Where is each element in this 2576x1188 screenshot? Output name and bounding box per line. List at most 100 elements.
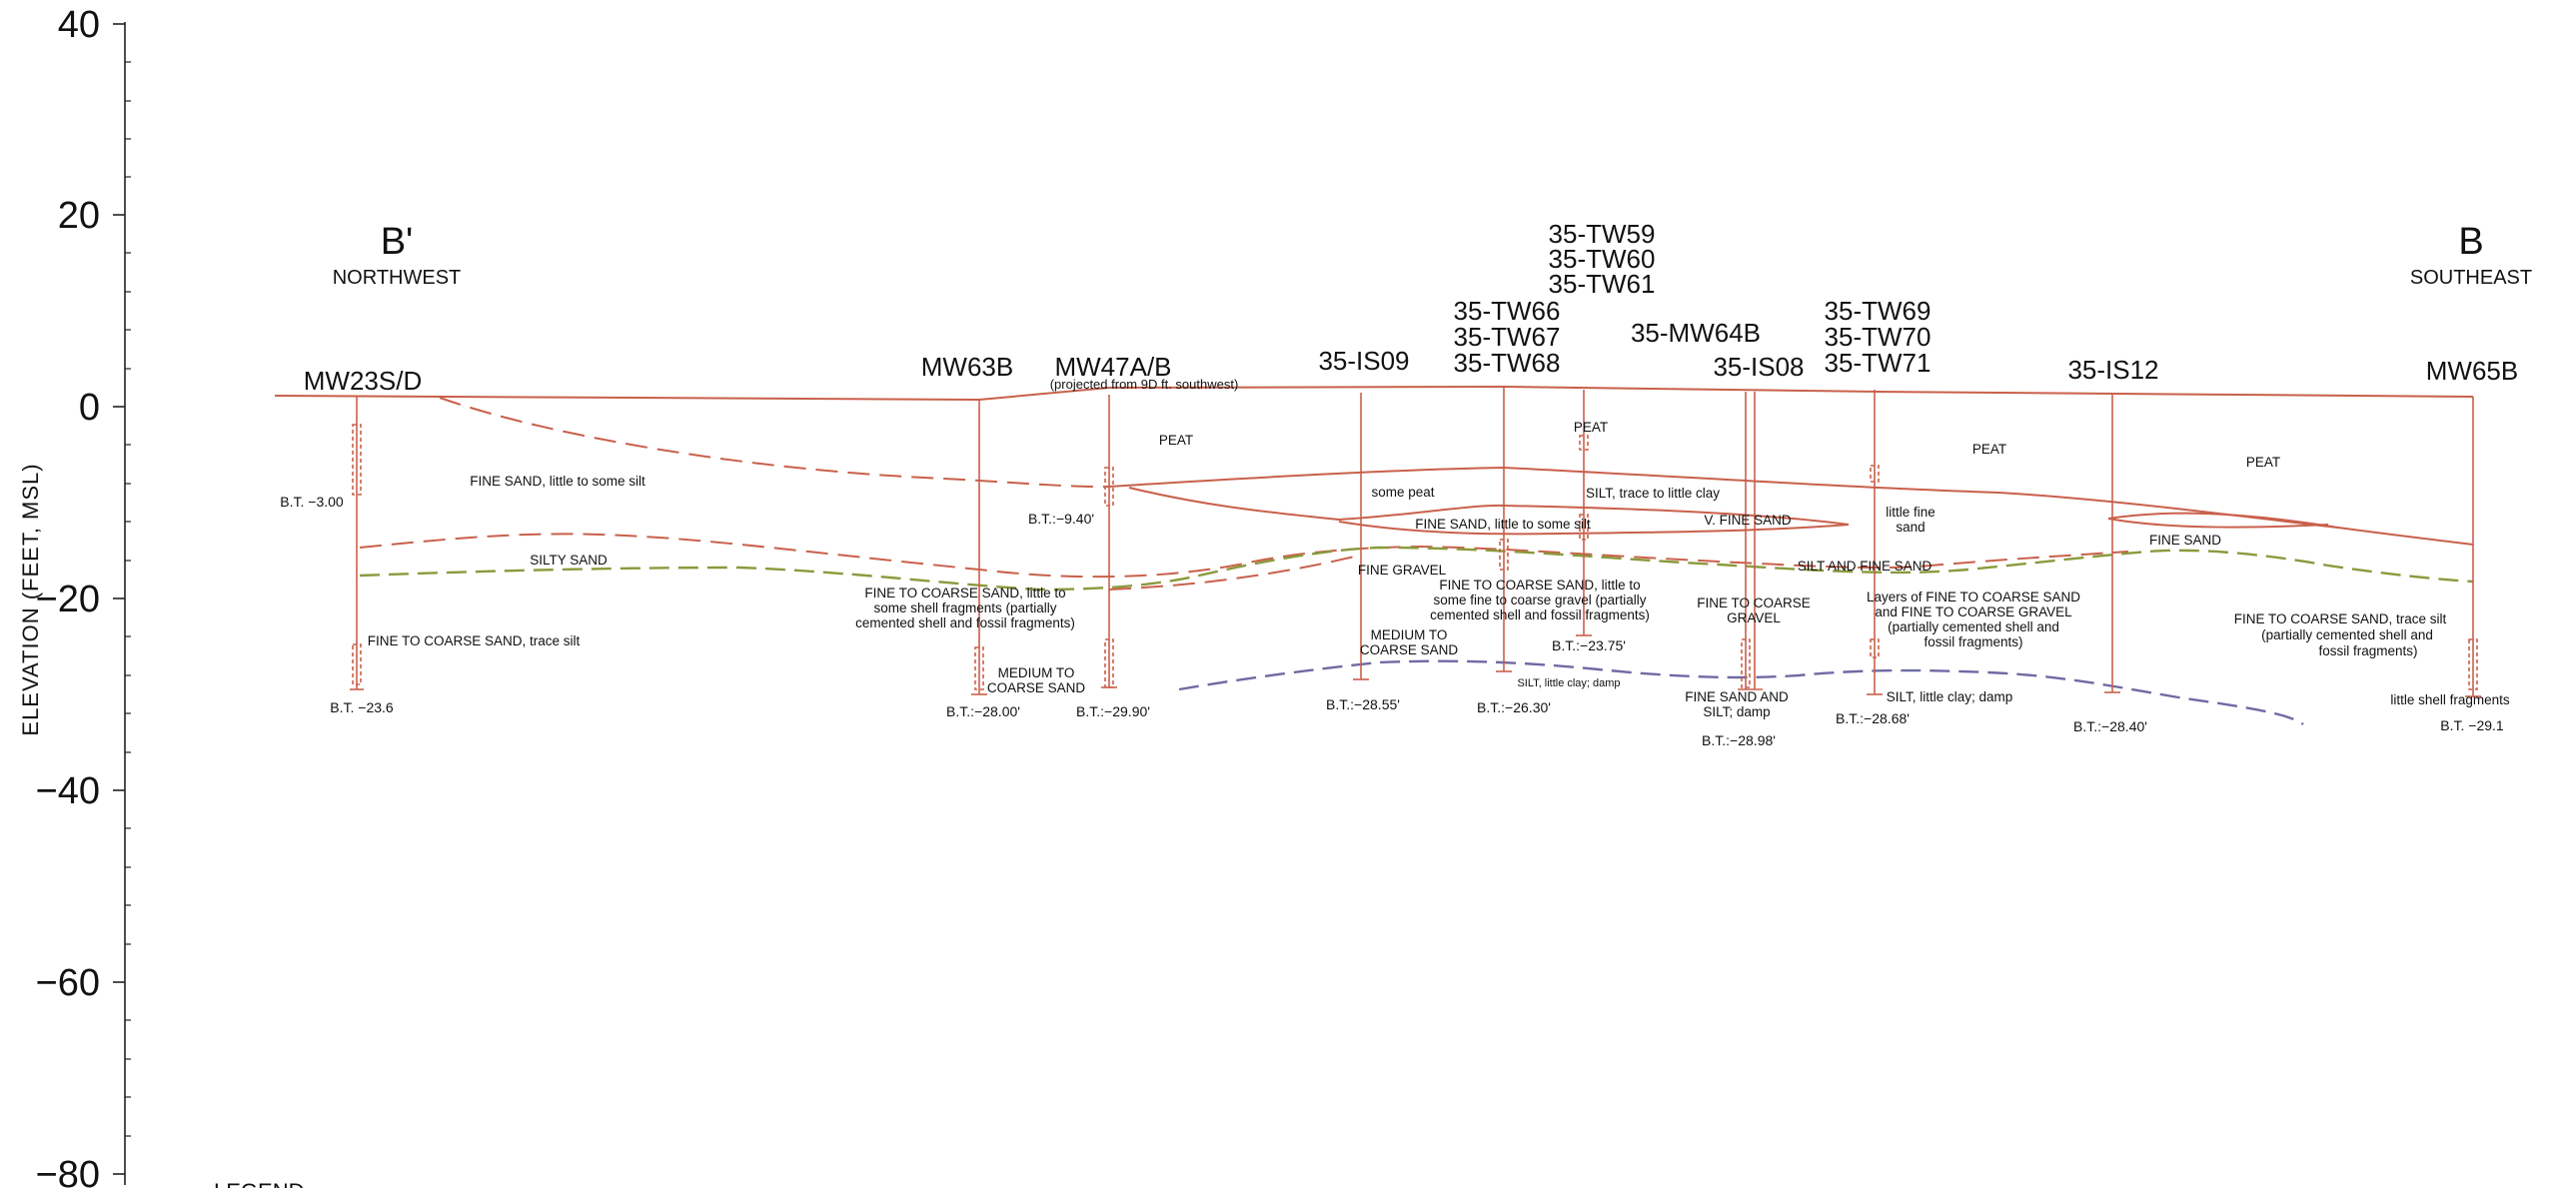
screen-tw59-upper [1579,435,1589,451]
well-label-mw63b: MW63B [921,352,1013,382]
label-little-fine-sand-2: sand [1896,520,1925,535]
fine-sand-lens-lower [1338,521,1850,536]
label-fine-gravel: FINE GRAVEL [1358,563,1447,578]
well-label-tw70: 35-TW70 [1825,322,1932,352]
fine-sand-lens-upper [1128,487,1850,526]
well-label-is09: 35-IS09 [1318,346,1409,376]
stratigraphic-contacts [274,385,2474,725]
label-fcs-gravel-3: cemented shell and fossil fragments) [1430,607,1650,622]
well-label-tw68: 35-TW68 [1454,348,1561,378]
tick-label-minus-20: −20 [36,579,100,620]
label-fine-sand-silt-damp-2: SILT; damp [1703,704,1770,719]
label-little-fine-sand-1: little fine [1886,505,1935,520]
screen-mw64b [1741,638,1751,688]
well-label-tw59: 35-TW59 [1549,219,1656,249]
label-fine-to-coarse-gravel-2: GRAVEL [1727,610,1781,625]
label-peat-3: PEAT [1972,442,2006,457]
label-fcs-shell-1: FINE TO COARSE SAND, little to [864,586,1065,600]
label-silt-fine-sand: SILT AND FINE SAND [1798,559,1932,574]
fine-sand-right-lens-upper [2107,512,2339,529]
well-label-tw60: 35-TW60 [1549,244,1656,274]
label-fcs-gravel-2: some fine to coarse gravel (partially [1433,593,1646,607]
tick-label-minus-60: −60 [36,962,100,1004]
ground-surface-line [274,385,2474,402]
label-fcs-trace-silt-4: fossil fragments) [2318,643,2417,658]
screen-mw47-upper [1104,467,1114,507]
bottom-depth-labels: B.T. −3.00 B.T. −23.6 B.T.:−9.40' B.T.:−… [280,494,2504,748]
y-axis-title: ELEVATION (FEET, MSL) [18,463,43,735]
soil-descriptions: FINE SAND, little to some silt SILTY SAN… [368,420,2510,719]
medium-coarse-contact [1108,555,1360,591]
label-med-coarse-4: COARSE SAND [1360,642,1459,657]
fine-sand-right-lens [2107,518,2329,529]
tick-label-20: 20 [58,195,100,237]
label-layers-3: (partially cemented shell and [1888,619,2059,634]
well-label-is12: 35-IS12 [2067,355,2158,385]
well-label-tw71: 35-TW71 [1825,348,1932,378]
tick-label-minus-40: −40 [36,770,100,812]
label-fine-sand: FINE SAND [2149,533,2221,548]
label-med-coarse-2: COARSE SAND [987,680,1086,695]
well-labels: MW23S/D MW63B MW47A/B (projected from 9D… [304,219,2518,396]
bt-label-mw47-lower: B.T.:−29.90' [1076,703,1150,719]
bt-label-mw23-upper: B.T. −3.00 [280,494,344,510]
label-layers-1: Layers of FINE TO COARSE SAND [1867,590,2080,604]
label-fcs-trace-silt-2: FINE TO COARSE SAND, trace silt [2234,611,2447,626]
major-ticks [113,23,125,1175]
label-silt-clay-damp: SILT, little clay; damp [1517,677,1620,689]
label-v-fine-sand: V. FINE SAND [1704,513,1792,528]
bt-label-mw63b: B.T.:−28.00' [946,703,1020,719]
lower-contact-line [1178,659,2304,725]
bt-label-mw65b: B.T. −29.1 [2440,717,2504,733]
groundwater-line [359,546,2474,592]
label-fine-sand-silt-2: FINE SAND, little to some silt [1415,517,1591,532]
bt-label-is09: B.T.:−28.55' [1326,696,1400,712]
label-peat-1: PEAT [1159,433,1193,448]
well-label-is08: 35-IS08 [1713,352,1804,382]
endpoint-left-direction: NORTHWEST [333,267,462,289]
label-fine-to-coarse-gravel-1: FINE TO COARSE [1697,595,1811,610]
bt-label-tw66: B.T.:−26.30' [1477,699,1551,715]
label-fcs-trace-silt-3: (partially cemented shell and [2261,627,2433,642]
well-note-mw47: (projected from 9D ft. southwest) [1050,377,1239,392]
label-peat-2: PEAT [1574,420,1608,435]
screen-tw59-lower [1579,514,1589,541]
label-fcs-trace-silt: FINE TO COARSE SAND, trace silt [368,633,581,648]
screen-tw66 [1499,539,1509,571]
label-little-shell: little shell fragments [2390,692,2510,707]
label-med-coarse-3: MEDIUM TO [1371,627,1448,642]
endpoint-right-direction: SOUTHEAST [2410,267,2532,289]
legend-title: LEGEND [214,1179,304,1188]
fine-sand-upper-contact [439,397,1110,489]
screen-mw23-lower [352,643,362,685]
endpoint-left-letter: B' [381,221,414,263]
bt-label-is12: B.T.:−28.40' [2073,718,2147,734]
tick-label-minus-80: −80 [36,1154,100,1188]
label-med-coarse-1: MEDIUM TO [998,665,1075,680]
screen-tw69-upper [1870,465,1880,483]
tick-label-0: 0 [79,387,100,429]
screen-mw63b [974,646,984,690]
well-label-mw23: MW23S/D [304,366,422,396]
label-some-peat: some peat [1371,485,1434,500]
label-layers-4: fossil fragments) [1924,634,2022,649]
bt-label-tw69: B.T.:−28.68' [1836,710,1910,726]
label-fcs-shell-3: cemented shell and fossil fragments) [855,615,1075,630]
well-label-mw64b: 35-MW64B [1631,318,1761,348]
bt-label-is08: B.T.:−28.98' [1702,732,1776,748]
bt-label-tw59: B.T.:−23.75' [1552,637,1626,653]
boring-caps [350,634,2481,697]
minor-ticks [125,61,131,1137]
endpoint-right-letter: B [2458,221,2483,263]
well-label-mw65b: MW65B [2426,356,2518,386]
silty-sand-upper-contact [359,533,2129,579]
label-silt-trace-clay: SILT, trace to little clay [1586,486,1720,501]
label-silty-sand: SILTY SAND [530,553,608,568]
elevation-axis: 40 20 0 −20 −40 −60 −80 ELEVATION (FEET,… [18,4,131,1188]
well-label-mw47: MW47A/B [1054,352,1171,382]
section-endpoints: B' NORTHWEST B SOUTHEAST [333,221,2532,289]
screen-mw23-upper [352,424,362,496]
label-fine-sand-silt: FINE SAND, little to some silt [470,474,645,489]
well-label-tw66: 35-TW66 [1454,296,1561,326]
well-label-tw69: 35-TW69 [1825,296,1932,326]
